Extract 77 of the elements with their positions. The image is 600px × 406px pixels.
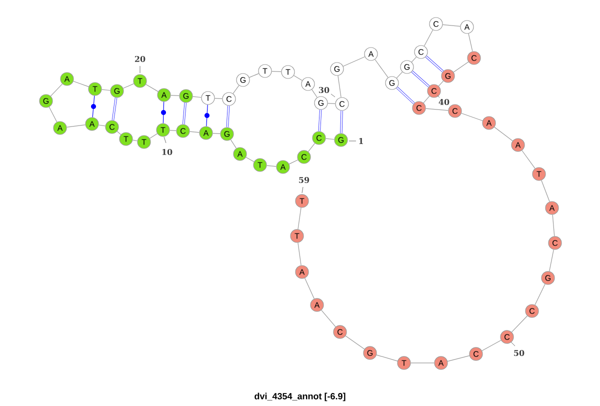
backbone-line [232, 85, 240, 94]
backbone-line [170, 130, 177, 131]
backbone-line [424, 30, 434, 46]
base-pair-line [226, 106, 230, 128]
base-pair-line [161, 101, 166, 124]
base-pair-line [112, 98, 118, 120]
base-pair-line [411, 70, 430, 88]
backbone-line [122, 83, 134, 89]
backbone-line [511, 316, 528, 332]
position-number: 20 [134, 56, 146, 62]
backbone-line [438, 80, 444, 86]
backbone-line [541, 180, 550, 202]
backbone-line [342, 56, 366, 67]
backbone-line [442, 24, 461, 27]
backbone-line [294, 75, 302, 81]
backbone-line [522, 150, 536, 169]
backbone-line [453, 62, 469, 72]
backbone-line [48, 106, 58, 122]
base-pair-line [396, 86, 415, 104]
backbone-line [494, 126, 513, 142]
base-pair-line [204, 104, 210, 126]
backbone-line [482, 340, 502, 352]
backbone-line [73, 80, 89, 87]
backbone-line [249, 73, 259, 78]
backbone-line [325, 138, 335, 140]
backbone-line [288, 160, 298, 164]
backbone-line [298, 207, 302, 230]
backbone-line [321, 310, 336, 328]
backbone-line [312, 89, 318, 98]
position-number: 40 [438, 98, 450, 105]
backbone-line [149, 133, 158, 139]
backbone-line [50, 84, 63, 96]
backbone-line [212, 133, 221, 134]
backbone-line [98, 124, 106, 126]
base-pair-line [182, 102, 187, 124]
backbone-line [192, 96, 202, 98]
backbone-line [423, 96, 430, 104]
backbone-line [328, 103, 336, 104]
backbone-line [66, 124, 86, 128]
backbone-line [272, 70, 282, 72]
backbone-line [230, 139, 237, 149]
backbone-line [410, 362, 434, 364]
backbone-line [304, 278, 314, 300]
caption: dvi_4354_annot [-6.9] [254, 392, 346, 402]
backbone-line [345, 336, 365, 350]
base-pair-line [340, 110, 343, 134]
backbone-line [308, 143, 316, 152]
backbone-line [534, 284, 546, 306]
backbone-line [246, 156, 254, 162]
backbone-line [374, 59, 388, 78]
backbone-line [468, 33, 473, 52]
backbone-line [101, 89, 111, 91]
backbone-line [214, 98, 223, 99]
position-number: 59 [299, 176, 310, 183]
base-pair-line [425, 56, 444, 72]
backbone-line [425, 108, 449, 111]
backbone-line [116, 131, 122, 135]
position-number: 1 [359, 138, 363, 144]
position-number: 10 [162, 148, 172, 155]
backbone-line [549, 249, 554, 272]
backbone-line [461, 112, 483, 122]
backbone-line [338, 75, 342, 98]
base-pair-line [318, 110, 322, 132]
position-number: 30 [319, 86, 330, 93]
backbone-line [189, 131, 200, 133]
backbone-line [411, 56, 417, 62]
backbone-line [266, 165, 277, 167]
backbone-line [447, 355, 470, 362]
backbone-line [396, 72, 403, 78]
backbone-line [376, 354, 398, 362]
backbone-line [298, 242, 302, 266]
position-number: 50 [514, 350, 524, 356]
backbone-line [552, 214, 555, 237]
base-pair-line [91, 95, 96, 118]
backbone-line [146, 84, 158, 92]
backbone-line [132, 140, 138, 142]
backbone-line [170, 95, 180, 96]
